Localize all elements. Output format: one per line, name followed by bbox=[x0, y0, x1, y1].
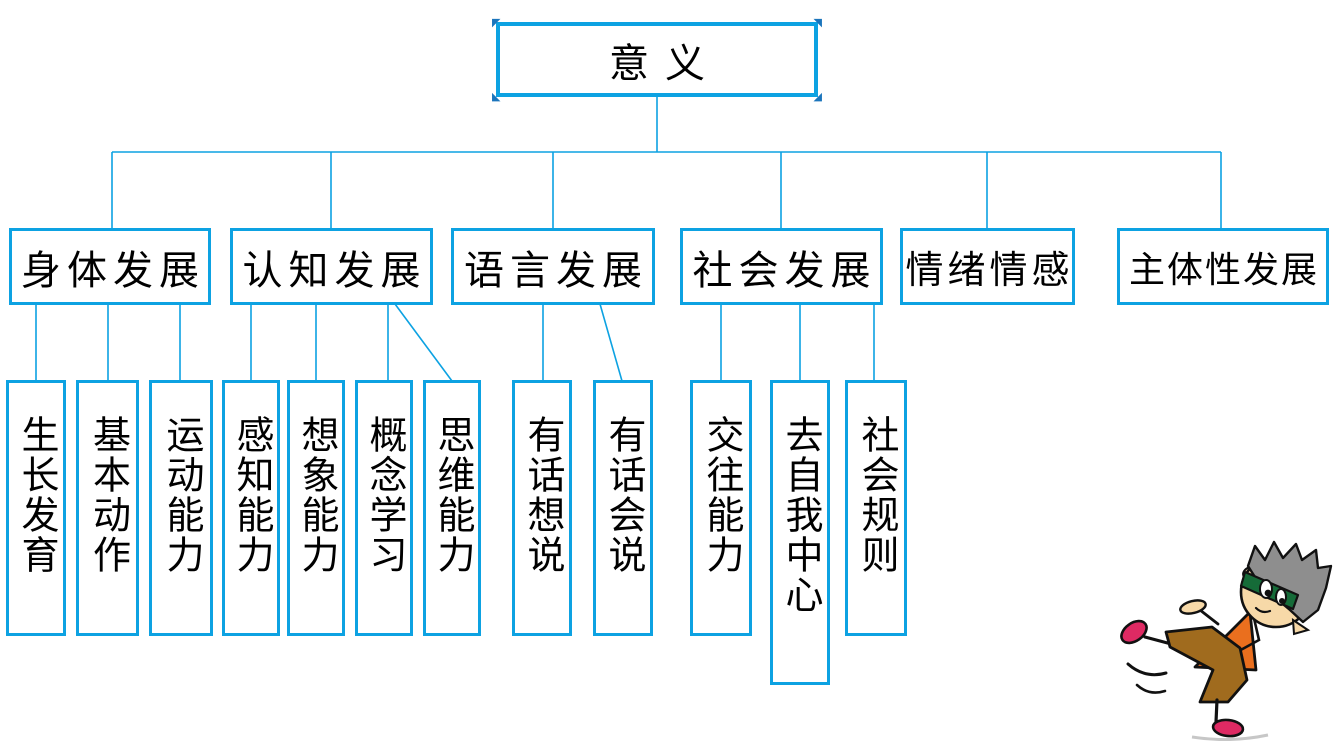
connector-social-children bbox=[720, 304, 875, 381]
connector-language-children bbox=[542, 303, 623, 382]
connector-cognitive-children bbox=[250, 303, 453, 382]
branch-language-development[interactable]: 语言发展 bbox=[451, 228, 655, 305]
branch-cognitive-development[interactable]: 认知发展 bbox=[230, 228, 433, 305]
leaf-label: 社会规则 bbox=[855, 415, 897, 575]
connector-branch-drops bbox=[111, 152, 1222, 229]
leaf-label: 有话会说 bbox=[602, 415, 644, 575]
selection-handle-icon: ◢ bbox=[813, 90, 822, 103]
leaf-label: 概念学习 bbox=[363, 415, 405, 575]
leaf-social-rules[interactable]: 社会规则 bbox=[845, 380, 907, 636]
leaf-label: 有话想说 bbox=[521, 415, 563, 575]
leaf-label: 去自我中心 bbox=[779, 415, 821, 615]
selection-handle-icon: ◤ bbox=[492, 16, 501, 29]
leaf-label: 感知能力 bbox=[230, 415, 272, 575]
leaf-label: 交往能力 bbox=[700, 415, 742, 575]
branch-label: 主体性发展 bbox=[1128, 249, 1319, 290]
leaf-concept-learning[interactable]: 概念学习 bbox=[355, 380, 413, 636]
kicking-boy-illustration[interactable] bbox=[1100, 540, 1333, 741]
branch-label: 语言发展 bbox=[464, 247, 648, 293]
leaf-able-to-speak[interactable]: 有话会说 bbox=[593, 380, 653, 636]
leaf-basic-movement[interactable]: 基本动作 bbox=[76, 380, 139, 636]
branch-emotions[interactable]: 情绪情感 bbox=[900, 228, 1075, 305]
leaf-imagination[interactable]: 想象能力 bbox=[287, 380, 345, 636]
leaf-want-to-speak[interactable]: 有话想说 bbox=[512, 380, 572, 636]
leaf-thinking-ability[interactable]: 思维能力 bbox=[423, 380, 481, 636]
leaf-label: 生长发育 bbox=[15, 415, 57, 575]
branch-social-development[interactable]: 社会发展 bbox=[680, 228, 883, 305]
root-label: 意义 bbox=[609, 40, 721, 86]
selection-handle-icon: ◥ bbox=[813, 16, 822, 29]
branch-physical-development[interactable]: 身体发展 bbox=[9, 228, 211, 305]
leaf-growth[interactable]: 生长发育 bbox=[6, 380, 66, 636]
leaf-label: 运动能力 bbox=[160, 415, 202, 575]
branch-subjectivity-development[interactable]: 主体性发展 bbox=[1117, 228, 1329, 305]
leaf-label: 基本动作 bbox=[86, 415, 129, 575]
root-node[interactable]: ◤ ◥ ◣ ◢ 意义 bbox=[492, 17, 822, 102]
leaf-label: 想象能力 bbox=[295, 415, 337, 575]
connector-physical-children bbox=[35, 304, 181, 381]
leaf-label: 思维能力 bbox=[431, 415, 473, 575]
leaf-motor-ability[interactable]: 运动能力 bbox=[149, 380, 213, 636]
branch-label: 认知发展 bbox=[242, 247, 427, 293]
branch-label: 情绪情感 bbox=[905, 250, 1074, 292]
selection-handle-icon: ◣ bbox=[492, 90, 501, 103]
branch-label: 社会发展 bbox=[692, 247, 877, 293]
leaf-decentering[interactable]: 去自我中心 bbox=[770, 380, 830, 685]
kicking-boy-cartoon-icon bbox=[1120, 540, 1333, 741]
leaf-communication-ability[interactable]: 交往能力 bbox=[690, 380, 752, 636]
branch-label: 身体发展 bbox=[21, 247, 205, 293]
leaf-perception[interactable]: 感知能力 bbox=[222, 380, 280, 636]
